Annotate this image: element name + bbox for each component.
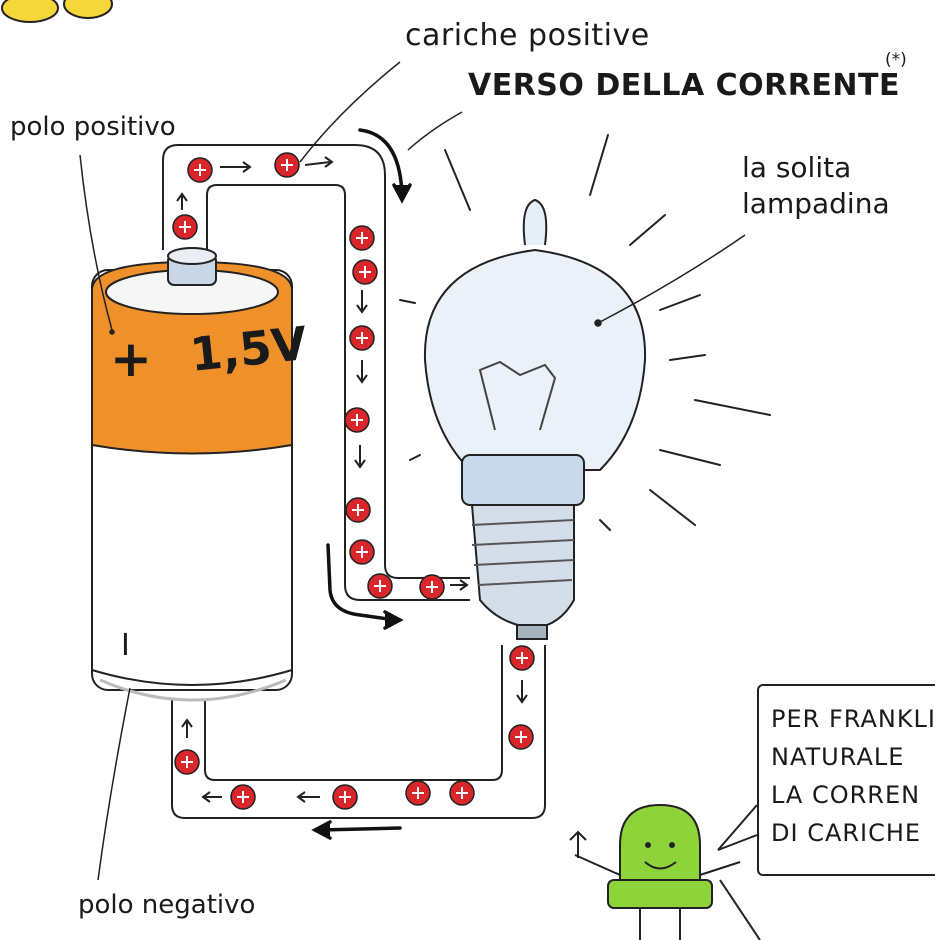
- speech-line: LA CORREN: [771, 781, 921, 809]
- label-solita-line1: la solita: [742, 151, 852, 184]
- speech-line: NATURALE: [771, 743, 905, 771]
- current-direction-arrows: [311, 128, 412, 840]
- leader-lines: [79, 61, 746, 881]
- decorative-blob: [1, 0, 113, 23]
- flow-arrows: [176, 156, 528, 803]
- wire-top: [162, 144, 470, 601]
- label-solita-lampadina: la solita lampadina: [742, 150, 890, 222]
- charge-plus-marks: [179, 159, 528, 803]
- label-polo-negativo: polo negativo: [78, 890, 256, 920]
- speech-pointer: [717, 804, 758, 851]
- label-asterisk-note: (*): [885, 50, 907, 70]
- light-bulb-icon: [399, 134, 771, 640]
- speech-line: DI CARICHE: [771, 819, 922, 847]
- battery-icon: [91, 247, 293, 702]
- led-character-icon: [569, 803, 761, 940]
- battery-plus-sign: +: [110, 330, 152, 388]
- label-verso-corrente: VERSO DELLA CORRENTE: [468, 68, 900, 103]
- label-polo-positivo: polo positivo: [10, 112, 176, 142]
- label-solita-line2: lampadina: [742, 187, 890, 220]
- speech-text: PER FRANKLI NATURALE LA CORREN DI CARICH…: [771, 700, 935, 852]
- battery-minus-sign: I: [121, 628, 130, 663]
- label-cariche-positive: cariche positive: [405, 18, 650, 53]
- wire-bottom: [171, 645, 546, 819]
- speech-bubble: PER FRANKLI NATURALE LA CORREN DI CARICH…: [757, 684, 935, 876]
- speech-line: PER FRANKLI: [771, 705, 935, 733]
